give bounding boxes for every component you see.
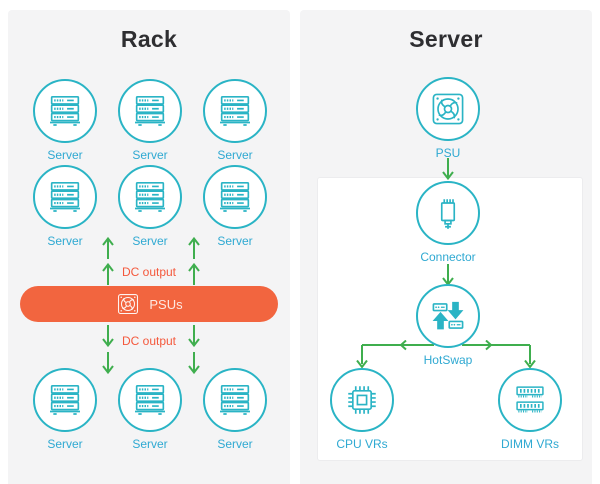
node-circle	[416, 77, 480, 141]
server-panel: Server PSU Connector	[300, 10, 592, 484]
dc-output-label: DC output	[121, 265, 177, 279]
node-circle	[118, 165, 182, 229]
server-node-label: Server	[132, 234, 168, 248]
hotswap-node: HotSwap	[408, 284, 488, 367]
rack-server-node: Server	[25, 79, 105, 162]
server-stack-icon	[45, 380, 85, 420]
psu-fan-icon	[428, 89, 468, 129]
cpu-chip-icon	[342, 380, 382, 420]
dc-output-label: DC output	[121, 334, 177, 348]
server-stack-icon	[45, 177, 85, 217]
arrow-up-icon	[102, 262, 114, 285]
psus-bar-label: PSUs	[149, 296, 183, 312]
node-circle	[118, 368, 182, 432]
server-stack-icon	[130, 380, 170, 420]
dimm-vrs-node-label: DIMM VRs	[501, 437, 559, 451]
node-circle	[33, 165, 97, 229]
rack-panel: Rack Server Server Server Server	[8, 10, 290, 484]
branch-arrows	[356, 340, 536, 369]
rack-server-node: Server	[25, 368, 105, 451]
arrow-down-icon	[188, 325, 200, 348]
arrow-down-icon	[442, 158, 454, 181]
rack-server-node: Server	[110, 368, 190, 451]
arrow-down-icon	[102, 325, 114, 348]
arrow-down-icon	[188, 352, 200, 375]
server-stack-icon	[130, 91, 170, 131]
hotswap-node-label: HotSwap	[423, 353, 473, 367]
server-stack-icon	[215, 91, 255, 131]
server-node-label: Server	[132, 437, 168, 451]
cpu-vrs-node: CPU VRs	[322, 368, 402, 451]
server-stack-icon	[130, 177, 170, 217]
server-node-label: Server	[132, 148, 168, 162]
rack-server-node: Server	[195, 165, 275, 248]
hotswap-swap-arrows-icon	[428, 296, 468, 336]
server-node-label: Server	[217, 234, 253, 248]
rack-server-node: Server	[110, 165, 190, 248]
node-circle	[33, 79, 97, 143]
psu-node: PSU	[408, 77, 488, 160]
cpu-vrs-node-label: CPU VRs	[336, 437, 388, 451]
server-node-label: Server	[47, 234, 83, 248]
node-circle	[498, 368, 562, 432]
node-circle	[203, 79, 267, 143]
server-stack-icon	[45, 91, 85, 131]
psus-bar: PSUs	[20, 286, 278, 322]
node-circle	[330, 368, 394, 432]
psu-fan-icon	[115, 291, 141, 317]
node-circle	[33, 368, 97, 432]
arrow-up-icon	[188, 236, 200, 259]
arrow-down-icon	[102, 352, 114, 375]
node-circle	[203, 165, 267, 229]
dimm-memory-icon	[510, 380, 550, 420]
node-circle	[416, 181, 480, 245]
node-circle	[203, 368, 267, 432]
server-stack-icon	[215, 177, 255, 217]
connector-node: Connector	[408, 181, 488, 264]
rack-server-node: Server	[110, 79, 190, 162]
rack-title: Rack	[120, 26, 178, 52]
server-stack-icon	[215, 380, 255, 420]
connector-node-label: Connector	[420, 250, 476, 264]
arrow-up-icon	[102, 236, 114, 259]
server-node-label: Server	[47, 148, 83, 162]
rack-server-node: Server	[25, 165, 105, 248]
rack-server-node: Server	[195, 368, 275, 451]
psu-node-label: PSU	[435, 146, 461, 160]
dimm-vrs-node: DIMM VRs	[490, 368, 570, 451]
node-circle	[118, 79, 182, 143]
rack-server-node: Server	[195, 79, 275, 162]
server-title: Server	[409, 26, 483, 52]
server-node-label: Server	[217, 148, 253, 162]
server-node-label: Server	[217, 437, 253, 451]
connector-plug-icon	[428, 193, 468, 233]
arrow-up-icon	[188, 262, 200, 285]
node-circle	[416, 284, 480, 348]
server-node-label: Server	[47, 437, 83, 451]
